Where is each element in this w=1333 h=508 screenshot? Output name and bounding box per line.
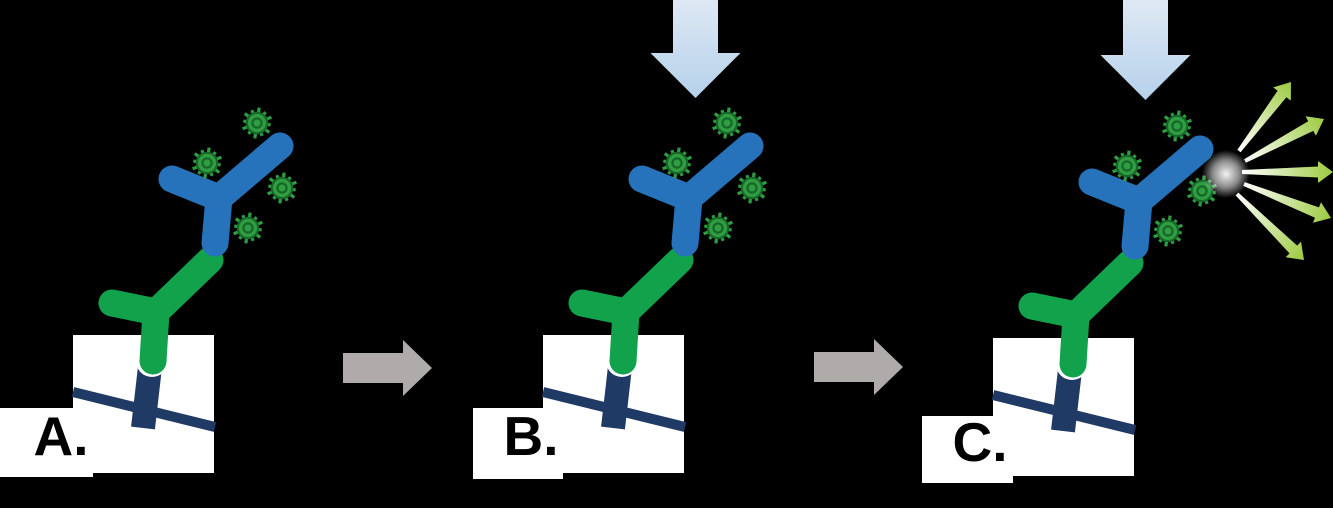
panel-label-box <box>922 416 1013 483</box>
emission-arrow-icon <box>1235 192 1304 260</box>
emission-arrow-icon <box>1242 161 1333 183</box>
emission-light-arrows <box>1235 82 1333 260</box>
emission-arrow-icon <box>1243 182 1331 223</box>
panel-label-b: B. <box>504 405 559 467</box>
panel-label-c: C. <box>953 411 1008 473</box>
panel-label-box <box>473 408 563 479</box>
emission-glow <box>1202 150 1250 198</box>
panel-label-box <box>0 408 93 477</box>
emission-arrow-icon <box>1244 116 1324 163</box>
emission-arrow-icon <box>1237 82 1291 153</box>
panel-label-a: A. <box>34 405 89 467</box>
